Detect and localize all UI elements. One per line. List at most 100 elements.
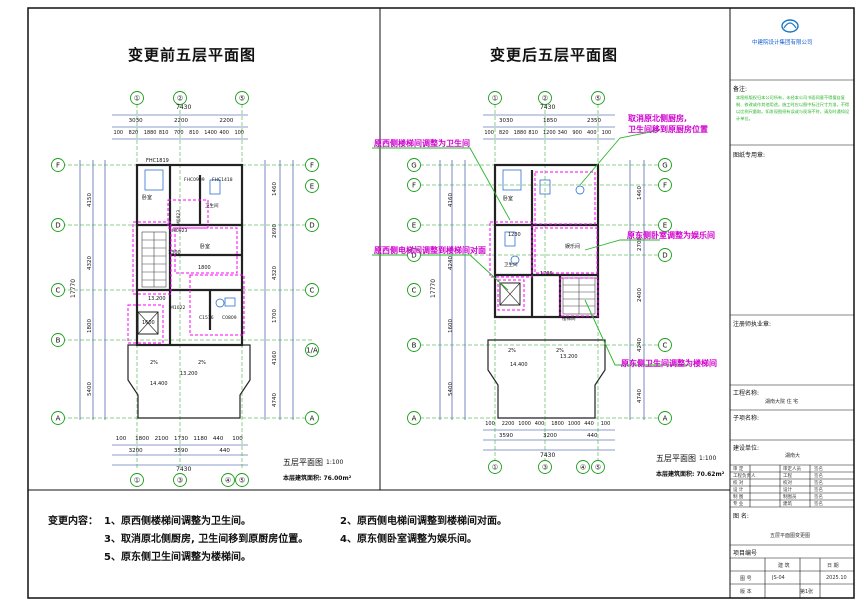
svg-text:③: ③ xyxy=(177,477,183,485)
before-plan-title: 变更前五层平面图 xyxy=(128,46,257,64)
before-area: 本层建筑面积: 76.00m² xyxy=(283,475,352,482)
dimension-label: 440 xyxy=(587,433,598,439)
svg-text:B: B xyxy=(412,342,417,350)
after-scale-title: 五层平面图 xyxy=(656,454,696,463)
room-label: 楼梯间 xyxy=(562,317,576,322)
dimension-label: 3590 xyxy=(174,448,188,454)
svg-text:1/A: 1/A xyxy=(306,347,318,355)
dimension-label: 1460 xyxy=(272,182,278,197)
before-total-width: 7430 xyxy=(176,104,192,111)
axis-marker: C xyxy=(305,283,319,297)
dimension-label: 1460 xyxy=(637,186,643,201)
annotation-wc-to-kitchen: 卫生间移到原厨房位置 xyxy=(628,125,708,134)
dimension-label: 4240 xyxy=(448,255,454,270)
dimension-label: 810 xyxy=(189,130,199,136)
axis-marker: E xyxy=(658,218,672,232)
svg-text:D: D xyxy=(55,222,60,230)
project-value: 湖南大院 住 宅 xyxy=(765,399,799,405)
axis-marker: A xyxy=(658,411,672,425)
dwg-no-label: 图 号 xyxy=(740,576,752,582)
dimension-label: 1706 xyxy=(540,271,553,277)
dimension-label: 3590 xyxy=(499,433,513,439)
dimension-label: 1880 xyxy=(513,130,527,136)
axis-marker: 1/A xyxy=(305,343,319,357)
axis-marker: E xyxy=(407,218,421,232)
axis-marker: F xyxy=(658,178,672,192)
dimension-label: 4160 xyxy=(272,350,278,365)
axis-marker: A xyxy=(51,411,65,425)
axis-marker: ① xyxy=(488,91,502,105)
svg-text:②: ② xyxy=(542,95,548,103)
date: 2025.10 xyxy=(826,575,847,581)
dimension-label: 810 xyxy=(158,130,169,136)
role-cell: 校对 xyxy=(783,481,792,486)
axis-marker: ① xyxy=(488,460,502,474)
slope-label: 2% xyxy=(556,348,564,354)
axis-marker: D xyxy=(658,248,672,262)
date-label: 日 期 xyxy=(827,563,839,569)
dimension-label: 2200 xyxy=(501,421,515,427)
dimension-label: 4740 xyxy=(272,392,278,407)
svg-text:②: ② xyxy=(177,95,183,103)
svg-text:A: A xyxy=(56,415,61,423)
before-left-total: 17770 xyxy=(70,278,78,299)
dimension-label: 1880 xyxy=(143,130,157,136)
role-cell: 签名 xyxy=(814,474,823,479)
role-cell: 工程负责人 xyxy=(733,474,756,479)
dwg-no: JS-04 xyxy=(772,575,785,581)
dimension-label: 3030 xyxy=(499,118,513,124)
axis-marker: G xyxy=(658,158,672,172)
axis-marker: ④ xyxy=(576,460,590,474)
slope-label: 2% xyxy=(150,360,158,366)
svg-text:G: G xyxy=(411,162,416,170)
dimension-label: 2690 xyxy=(272,224,278,239)
dimension-label: 100 xyxy=(600,421,611,427)
dimension-label: 4740 xyxy=(637,388,643,403)
axis-marker: ① xyxy=(130,91,144,105)
dimension-label: 3200 xyxy=(543,433,557,439)
dimension-label: 1180 xyxy=(193,436,208,442)
dimension-label: 3030 xyxy=(128,118,143,124)
slope-label: 2% xyxy=(508,348,516,354)
after-plan-title: 变更后五层平面图 xyxy=(490,46,619,64)
dimension-label: 5400 xyxy=(448,382,454,397)
role-cell: 设 计 xyxy=(733,488,744,493)
discipline: 建 筑 xyxy=(778,563,790,569)
svg-text:F: F xyxy=(663,182,667,190)
dimension-label: 100 xyxy=(234,130,244,136)
annotation-west-stair-to-wc: 原西侧楼梯间调整为卫生间 xyxy=(374,139,470,148)
svg-text:C: C xyxy=(412,287,417,295)
dimension-label: 1000 xyxy=(567,421,581,427)
dimension-label: 4160 xyxy=(448,192,454,207)
door-label: FHC1418 xyxy=(212,178,233,183)
svg-text:E: E xyxy=(412,222,416,230)
axis-marker: A xyxy=(407,411,421,425)
svg-text:F: F xyxy=(56,162,60,170)
remarks-label: 备注: xyxy=(733,86,748,93)
before-scale: 1:100 xyxy=(326,459,344,466)
dimension-label: 1800 xyxy=(87,319,93,334)
subproject-label: 子项名称: xyxy=(733,415,760,422)
svg-text:A: A xyxy=(310,415,315,423)
dimension-label: 4150 xyxy=(87,192,93,207)
svg-text:④: ④ xyxy=(580,464,586,472)
dimension-label: 400 xyxy=(534,421,545,427)
dimension-label: 2400 xyxy=(637,287,643,302)
dimension-label: 100 xyxy=(232,436,243,442)
axis-marker: ⑤ xyxy=(591,460,605,474)
axis-marker: B xyxy=(51,333,65,347)
dimension-label: 1800 xyxy=(198,265,211,271)
note-item: 1、原西侧楼梯间调整为卫生间。 xyxy=(104,516,251,527)
client-value: 湖南大 xyxy=(785,453,801,459)
note-item: 4、原东侧卧室调整为娱乐间。 xyxy=(340,534,477,545)
role-cell: 审定人员 xyxy=(783,467,801,472)
axis-marker: F xyxy=(51,158,65,172)
dimension-label: 820 xyxy=(499,130,509,136)
dimension-label: 2200 xyxy=(174,118,188,124)
axis-marker: E xyxy=(305,179,319,193)
axis-marker: B xyxy=(407,338,421,352)
annotation-bedroom-to-rec: 原东侧卧室调整为娱乐间 xyxy=(627,231,715,240)
dimension-label: 400 xyxy=(587,130,597,136)
door-label: C0809 xyxy=(222,316,237,321)
